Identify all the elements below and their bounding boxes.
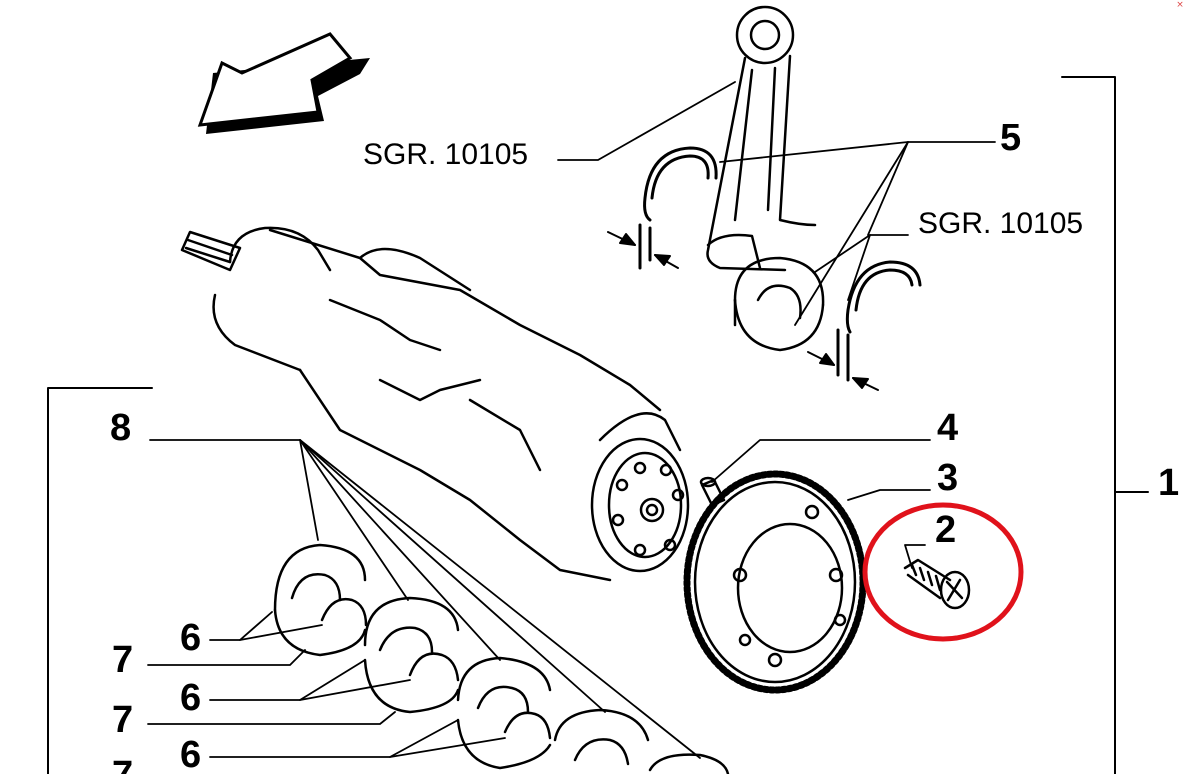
label-ref-top: SGR. 10105 — [363, 138, 528, 171]
flywheel-bolt — [903, 558, 971, 610]
highlight-circle — [862, 502, 1024, 642]
label-part-4: 4 — [937, 407, 958, 449]
label-part-7a: 7 — [112, 639, 133, 681]
bracket-part-1 — [1061, 76, 1149, 774]
main-bearing-shells — [273, 543, 730, 774]
label-part-8: 8 — [110, 407, 131, 449]
leader-lines — [147, 81, 996, 759]
label-part-6b: 6 — [180, 677, 201, 719]
dowel-pin — [699, 476, 726, 507]
thickness-arrows — [607, 231, 879, 391]
conrod-bearing-shells — [733, 256, 825, 352]
bracket-part-8 — [47, 387, 153, 774]
label-ref-right: SGR. 10105 — [918, 207, 1083, 240]
label-part-2: 2 — [935, 509, 956, 551]
label-part-7c: 7 — [112, 754, 133, 774]
label-part-3: 3 — [937, 457, 958, 499]
label-part-6c: 6 — [180, 734, 201, 774]
label-part-1: 1 — [1158, 462, 1179, 504]
close-icon[interactable]: × — [1176, 0, 1184, 10]
connecting-rod — [706, 5, 817, 272]
label-part-5: 5 — [1000, 117, 1021, 159]
label-part-6a: 6 — [180, 617, 201, 659]
direction-arrow — [197, 32, 370, 134]
thrust-half-rings — [638, 146, 922, 382]
label-part-7b: 7 — [112, 699, 133, 741]
timing-gear — [683, 470, 867, 694]
crankshaft — [180, 226, 690, 582]
